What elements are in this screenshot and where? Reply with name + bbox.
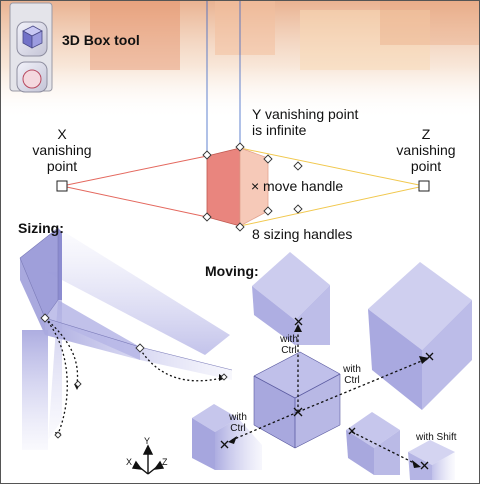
sizing-handle[interactable] <box>235 142 245 152</box>
moving-cube-lower-right[interactable] <box>346 412 400 475</box>
sizing-handles <box>202 142 303 232</box>
sizing-handle[interactable] <box>135 343 145 353</box>
x-vanishing-line-bottom <box>61 185 208 218</box>
move-handle-marker[interactable] <box>420 461 429 470</box>
move-arrowheads <box>228 324 429 468</box>
sizing-drag-arrows <box>44 317 223 435</box>
z-vanishing-point-label: Z vanishing point <box>396 126 456 174</box>
sizing-handle[interactable] <box>220 373 228 381</box>
axis-z-label: Z <box>162 457 168 467</box>
move-handle-marker[interactable] <box>348 427 356 435</box>
moving-cube-far-right[interactable] <box>408 440 455 480</box>
sizing-handle[interactable] <box>235 222 245 232</box>
sizing-heading: Sizing: <box>18 220 64 236</box>
move-handle-marker[interactable] <box>425 352 434 361</box>
z-vanishing-point-handle[interactable] <box>418 180 430 192</box>
moving-cube-top[interactable] <box>252 252 330 345</box>
move-handle-label: move handle <box>263 178 344 194</box>
x-vanishing-point-label: X vanishing point <box>32 126 92 174</box>
ctrl-label-left: with Ctrl <box>229 412 247 434</box>
sizing-example-handles <box>40 313 228 439</box>
moving-heading: Moving: <box>205 263 259 279</box>
moving-cube-upper-right[interactable] <box>368 262 472 410</box>
ctrl-label-top: with Ctrl <box>280 334 298 356</box>
move-handle-marker[interactable] <box>220 440 229 449</box>
move-drag-arrows <box>231 328 425 465</box>
sizing-handle[interactable] <box>293 161 303 171</box>
ctrl-label-right: with Ctrl <box>343 364 361 386</box>
move-handle-markers <box>220 317 434 470</box>
sizing-handle[interactable] <box>263 154 273 164</box>
x-vanishing-point-handle[interactable] <box>56 180 68 192</box>
moving-cube-center[interactable] <box>253 351 341 449</box>
3d-box-icon[interactable] <box>16 21 48 57</box>
sizing-handle[interactable] <box>202 150 212 160</box>
xyz-axis-icon <box>131 444 165 475</box>
move-handle-marker-label: × <box>251 178 260 194</box>
ellipse-tool-icon[interactable] <box>16 61 48 93</box>
tool-name-label: 3D Box tool <box>62 32 140 48</box>
move-handle-marker[interactable] <box>294 317 303 326</box>
sizing-handle[interactable] <box>40 313 50 323</box>
sizing-handles-label: 8 sizing handles <box>252 226 353 242</box>
sizing-handle[interactable] <box>54 431 62 439</box>
axis-y-label: Y <box>144 436 151 446</box>
shift-label: with Shift <box>416 432 457 443</box>
moving-cube-lower-left[interactable] <box>192 404 262 470</box>
sizing-handle[interactable] <box>293 204 303 214</box>
move-handle-marker[interactable] <box>293 407 303 417</box>
z-vanishing-line-top <box>239 147 425 187</box>
sizing-handle[interactable] <box>263 206 273 216</box>
demo-3d-box[interactable] <box>206 147 269 227</box>
x-vanishing-line-top <box>61 155 208 187</box>
axis-x-label: X <box>126 457 133 467</box>
y-vanishing-point-label: Y vanishing point is infinite <box>252 106 359 138</box>
sizing-handle[interactable] <box>202 212 212 222</box>
z-vanishing-line-bottom <box>239 185 425 227</box>
sizing-handle[interactable] <box>74 380 82 388</box>
